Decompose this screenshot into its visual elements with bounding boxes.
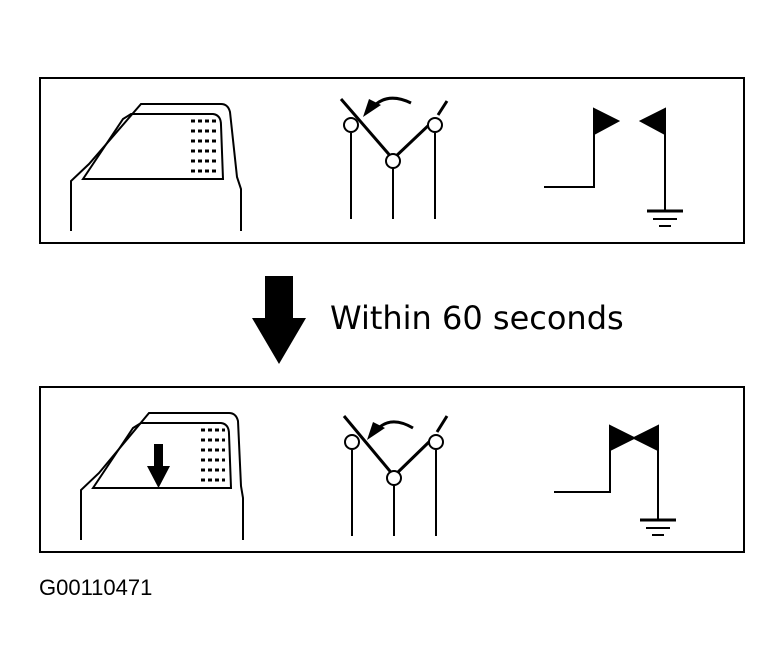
flag-circuit-open-icon [544, 107, 683, 227]
car-door-window-closed-icon [70, 103, 242, 231]
flag-circuit-closed-icon [554, 424, 676, 536]
transition-drawing [252, 276, 306, 364]
window-down-arrow-icon [147, 444, 170, 488]
panel-before-drawing [70, 96, 683, 231]
down-arrow-icon [252, 276, 306, 364]
door-switch-open-icon [339, 96, 449, 219]
car-door-window-lowering-icon [80, 412, 244, 540]
transition-area [0, 244, 784, 386]
door-switch-open-icon [342, 415, 449, 536]
transition-caption: Within 60 seconds [330, 299, 624, 337]
figure-id: G00110471 [39, 575, 153, 600]
panel-after-drawing [80, 412, 676, 540]
window-glass-pattern [191, 119, 217, 173]
state-panel-after [39, 386, 745, 553]
window-glass-pattern [201, 428, 225, 482]
state-panel-before [39, 77, 745, 244]
